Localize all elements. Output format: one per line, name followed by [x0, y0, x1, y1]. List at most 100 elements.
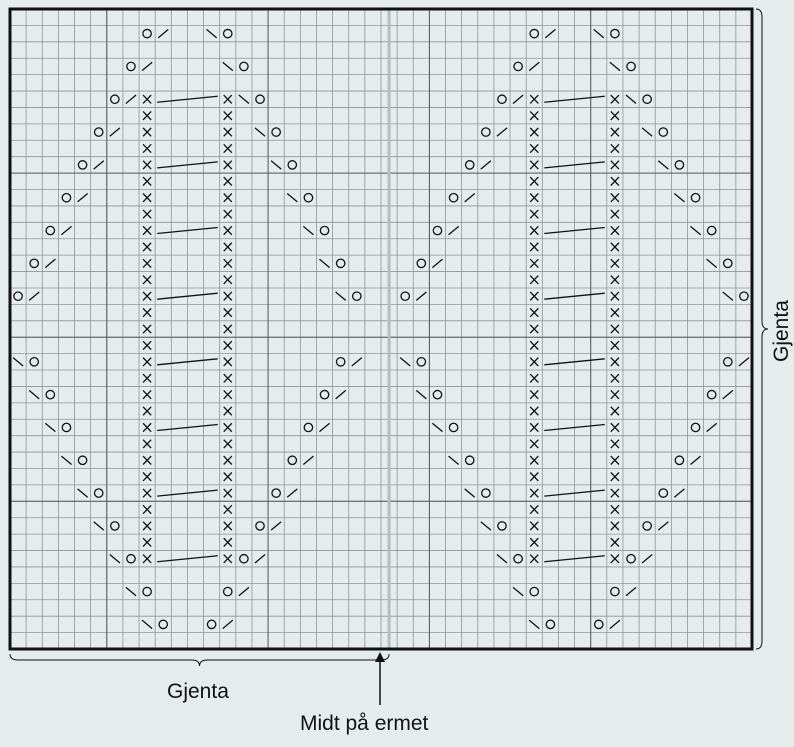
yarn-over-symbol: [480, 127, 491, 137]
twisted-stitch-symbol: [610, 422, 620, 433]
chart-frame: [8, 7, 754, 651]
yarn-over-symbol: [464, 160, 475, 170]
twisted-stitch-symbol: [529, 258, 539, 269]
yarn-over-symbol: [222, 28, 233, 39]
ssk-symbol: [12, 357, 24, 367]
twisted-stitch-symbol: [142, 389, 152, 400]
twisted-stitch-symbol: [610, 160, 620, 170]
twisted-stitch-symbol: [529, 111, 539, 121]
twisted-stitch-symbol: [142, 324, 152, 334]
cable-line: [544, 358, 605, 366]
twisted-stitch-symbol: [142, 225, 152, 236]
yarn-over-symbol: [126, 61, 136, 72]
yarn-over-symbol: [303, 192, 314, 203]
twisted-stitch-symbol: [610, 439, 620, 449]
twisted-stitch-symbol: [529, 389, 539, 400]
yarn-over-symbol: [29, 258, 40, 269]
yarn-over-symbol: [255, 521, 265, 531]
twisted-stitch-symbol: [142, 373, 152, 383]
twisted-stitch-symbol: [223, 455, 233, 465]
cable-line: [544, 555, 605, 563]
twisted-stitch-symbol: [223, 389, 233, 400]
ssk-symbol: [93, 521, 105, 531]
yarn-over-symbol: [335, 258, 346, 269]
k2tog-symbol: [706, 422, 718, 433]
twisted-stitch-symbol: [529, 193, 539, 203]
ssk-symbol: [625, 94, 637, 104]
yarn-over-symbol: [529, 586, 540, 597]
twisted-stitch-symbol: [610, 554, 620, 564]
yarn-over-symbol: [255, 94, 265, 105]
cable-line: [544, 292, 605, 300]
k2tog-symbol: [448, 225, 460, 236]
yarn-over-symbol: [319, 225, 330, 236]
cable-line: [157, 423, 218, 432]
twisted-stitch-symbol: [142, 504, 152, 515]
twisted-stitch-symbol: [223, 258, 233, 269]
twisted-stitch-symbol: [529, 176, 539, 186]
cable-line: [157, 555, 218, 563]
yarn-over-symbol: [674, 160, 685, 170]
cable-line: [544, 95, 605, 103]
yarn-over-symbol: [206, 619, 217, 630]
twisted-stitch-symbol: [142, 193, 152, 203]
twisted-stitch-symbol: [142, 176, 152, 186]
yarn-over-symbol: [626, 61, 636, 72]
yarn-over-symbol: [513, 553, 523, 564]
twisted-stitch-symbol: [223, 291, 233, 301]
repeat-vertical-label: Gjenta: [770, 300, 793, 362]
yarn-over-symbol: [142, 28, 152, 39]
ssk-symbol: [722, 291, 734, 301]
repeat-brace-vertical: [755, 8, 769, 650]
twisted-stitch-symbol: [529, 324, 539, 334]
k2tog-symbol: [641, 554, 653, 564]
yarn-over-symbol: [335, 356, 346, 367]
ssk-symbol: [319, 258, 331, 269]
ssk-symbol: [399, 357, 411, 367]
ssk-symbol: [609, 61, 621, 72]
twisted-stitch-symbol: [223, 340, 233, 351]
twisted-stitch-symbol: [610, 373, 620, 383]
k2tog-symbol: [335, 389, 347, 400]
ssk-symbol: [657, 160, 669, 170]
twisted-stitch-symbol: [529, 554, 539, 564]
twisted-stitch-symbol: [223, 225, 233, 236]
yarn-over-symbol: [642, 94, 653, 105]
twisted-stitch-symbol: [223, 357, 233, 367]
twisted-stitch-symbol: [223, 111, 233, 121]
cable-line: [544, 226, 605, 235]
yarn-over-symbol: [319, 389, 330, 400]
yarn-over-symbol: [642, 521, 653, 531]
twisted-stitch-symbol: [610, 193, 620, 203]
k2tog-symbol: [286, 488, 298, 498]
twisted-stitch-symbol: [142, 439, 152, 449]
yarn-over-symbol: [626, 553, 636, 564]
twisted-stitch-symbol: [529, 357, 539, 367]
k2tog-symbol: [238, 586, 250, 597]
repeat-horizontal-label: Gjenta: [167, 680, 229, 703]
ssk-symbol: [415, 389, 427, 400]
ssk-symbol: [448, 455, 460, 465]
ssk-symbol: [335, 291, 347, 301]
twisted-stitch-symbol: [529, 488, 539, 498]
k2tog-symbol: [302, 455, 314, 465]
twisted-stitch-symbol: [529, 225, 539, 236]
ssk-symbol: [141, 619, 153, 630]
twisted-stitch-symbol: [529, 143, 539, 154]
twisted-stitch-symbol: [610, 472, 620, 482]
ssk-symbol: [254, 127, 266, 137]
twisted-stitch-symbol: [529, 127, 539, 137]
yarn-over-symbol: [400, 291, 411, 302]
twisted-stitch-symbol: [142, 521, 152, 531]
yarn-over-symbol: [287, 160, 298, 170]
center-arrow-head: [375, 652, 385, 662]
ssk-symbol: [690, 225, 702, 236]
yarn-over-symbol: [351, 291, 362, 302]
cable-line: [544, 423, 605, 432]
twisted-stitch-symbol: [529, 472, 539, 482]
twisted-stitch-symbol: [142, 340, 152, 351]
k2tog-symbol: [125, 94, 137, 104]
twisted-stitch-symbol: [223, 521, 233, 531]
yarn-over-symbol: [480, 488, 491, 498]
twisted-stitch-symbol: [529, 422, 539, 433]
